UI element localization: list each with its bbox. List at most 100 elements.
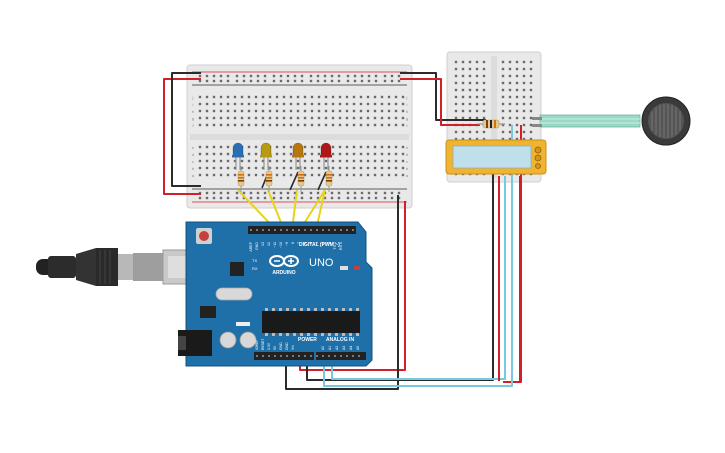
breadboard-hole [317,95,321,99]
rail-hole [235,196,239,200]
breadboard-row-label: i [407,102,408,107]
mini-breadboard-hole [508,60,512,64]
led-resistor [237,166,245,192]
rail-hole [390,74,394,78]
breadboard-hole [380,173,384,177]
led-orange [292,142,304,170]
breadboard-hole [226,95,230,99]
breadboard-hole [233,123,237,127]
led-resistor [325,166,333,192]
breadboard-row-label: d [192,152,194,157]
breadboard-row-label: c [406,159,408,164]
breadboard-hole [380,95,384,99]
breadboard-hole [394,152,398,156]
breadboard-hole [387,145,391,149]
rail-hole [226,74,230,78]
breadboard-hole [331,102,335,106]
breadboard-hole [275,102,279,106]
mini-breadboard-hole [508,137,512,141]
breadboard-hole [296,95,300,99]
breadboard-hole [261,109,265,113]
breadboard-hole [310,145,314,149]
digital-pin-label: 4 [315,242,319,244]
breadboard-hole [282,95,286,99]
mini-breadboard-hole [454,67,458,71]
breadboard-hole [387,166,391,170]
rail-hole [249,74,253,78]
breadboard-hole [226,102,230,106]
mini-breadboard-hole [482,109,486,113]
breadboard-hole [338,109,342,113]
power-analog-pin-label: Vin [291,345,295,350]
breadboard-hole [380,123,384,127]
breadboard-hole [296,109,300,113]
breadboard-hole [310,95,314,99]
breadboard-hole [219,166,223,170]
breadboard-hole [275,109,279,113]
breadboard-hole [373,102,377,106]
breadboard-hole [282,152,286,156]
mini-breadboard-hole [482,116,486,120]
breadboard-hole [345,95,349,99]
rail-hole [242,196,246,200]
mini-breadboard-hole [508,130,512,134]
rail-hole [226,196,230,200]
mini-breadboard-hole [475,67,479,71]
rail-hole [242,191,246,195]
breadboard-hole [247,152,251,156]
breadboard-hole [352,152,356,156]
breadboard-hole [352,95,356,99]
rail-hole [219,74,223,78]
rail-hole [235,191,239,195]
rail-hole [390,196,394,200]
breadboard-hole [338,102,342,106]
mini-breadboard-hole [508,88,512,92]
breadboard-hole [289,116,293,120]
mini-breadboard-hole [468,137,472,141]
mini-breadboard-hole [529,109,533,113]
mini-breadboard-hole [468,67,472,71]
breadboard-hole [338,145,342,149]
mini-breadboard-hole [461,95,465,99]
breadboard-hole [226,159,230,163]
header-pin [322,355,324,357]
rail-hole [286,196,290,200]
breadboard-hole [282,102,286,106]
breadboard-row-label: h [406,109,408,114]
header-pin [268,229,270,231]
breadboard-hole [261,173,265,177]
rail-hole [256,191,260,195]
rail-hole [205,191,209,195]
rail-hole [360,196,364,200]
breadboard-row-label: d [406,152,408,157]
breadboard-hole [268,166,272,170]
breadboard-hole [401,102,405,106]
wire-black-right-vertical [285,195,399,390]
mini-breadboard-hole [461,67,465,71]
breadboard-hole [212,159,216,163]
breadboard-hole [282,145,286,149]
rail-hole [337,191,341,195]
breadboard-hole [289,95,293,99]
mini-breadboard-hole [454,137,458,141]
mini-breadboard-hole [515,88,519,92]
rail-hole [390,79,394,83]
breadboard-hole [310,123,314,127]
digital-pin-label: ~5 [309,242,313,246]
mini-breadboard-hole [454,95,458,99]
breadboard-hole [296,123,300,127]
breadboard-hole [352,173,356,177]
mini-breadboard-hole [475,137,479,141]
breadboard-hole [338,152,342,156]
breadboard-hole [254,109,258,113]
wire-black-jumper-3 [317,171,327,191]
digital-header-label: DIGITAL (PWM ~) [299,242,340,248]
header-pin [340,355,342,357]
breadboard-hole [303,152,307,156]
breadboard-hole [240,95,244,99]
mini-breadboard-hole [522,95,526,99]
breadboard-hole [331,95,335,99]
breadboard-hole [401,109,405,113]
header-pin [256,229,258,231]
breadboard-hole [394,159,398,163]
